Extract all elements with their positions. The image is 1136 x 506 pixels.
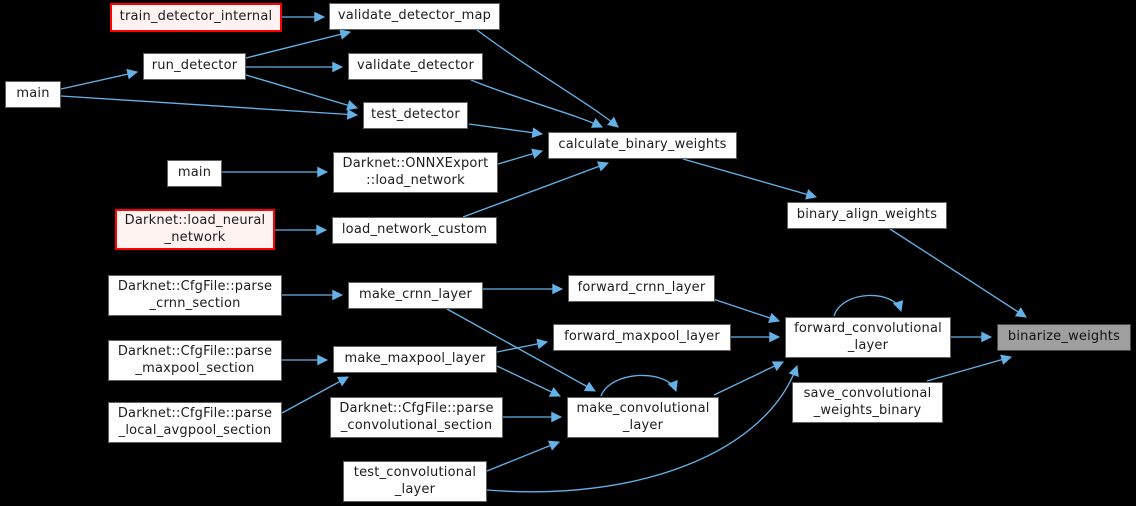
edge-test_convolutional_layer-to-forward_convolutional_layer bbox=[486, 364, 799, 493]
node-label: load_network_custom bbox=[341, 222, 488, 238]
node-label: Darknet::CfgFile::parse _maxpool_section bbox=[117, 343, 273, 376]
node-calculate_binary_weights[interactable]: calculate_binary_weights bbox=[548, 132, 737, 159]
node-label: Darknet::ONNXExport ::load_network bbox=[342, 155, 489, 188]
node-binary_align_weights[interactable]: binary_align_weights bbox=[787, 202, 947, 229]
node-label: validate_detector_map bbox=[337, 8, 492, 24]
node-onnx_load_network[interactable]: Darknet::ONNXExport ::load_network bbox=[333, 152, 498, 193]
node-make_maxpool_layer[interactable]: make_maxpool_layer bbox=[333, 346, 497, 373]
node-parse_crnn_section[interactable]: Darknet::CfgFile::parse _crnn_section bbox=[108, 275, 282, 316]
edge-onnx_load_network-to-calculate_binary_weights bbox=[497, 148, 544, 165]
node-label: calculate_binary_weights bbox=[558, 137, 727, 153]
node-label: main bbox=[177, 165, 212, 181]
node-label: run_detector bbox=[151, 58, 238, 74]
edge-validate_detector_map-to-calculate_binary_weights bbox=[476, 29, 619, 128]
edge-forward_crnn_layer-to-forward_convolutional_layer bbox=[712, 298, 781, 324]
edge-make_crnn_layer-to-make_convolutional_layer bbox=[446, 308, 596, 392]
node-train_detector_internal[interactable]: train_detector_internal bbox=[110, 3, 282, 32]
node-test_detector[interactable]: test_detector bbox=[363, 102, 468, 129]
node-parse_local_avgpool_section[interactable]: Darknet::CfgFile::parse _local_avgpool_s… bbox=[108, 402, 282, 443]
node-label: test_convolutional _layer bbox=[353, 464, 477, 497]
node-label: Darknet::CfgFile::parse _convolutional_s… bbox=[339, 400, 494, 433]
edge-forward_convolutional_layer-to-forward_convolutional_layer bbox=[833, 294, 904, 317]
node-label: binary_align_weights bbox=[796, 207, 938, 223]
node-validate_detector_map[interactable]: validate_detector_map bbox=[329, 3, 500, 30]
node-label: Darknet::load_neural _network bbox=[124, 212, 266, 245]
node-test_convolutional_layer[interactable]: test_convolutional _layer bbox=[343, 461, 487, 502]
node-forward_convolutional_layer[interactable]: forward_convolutional _layer bbox=[785, 317, 951, 358]
edge-make_maxpool_layer-to-forward_maxpool_layer bbox=[496, 338, 549, 353]
node-label: forward_crnn_layer bbox=[577, 280, 706, 296]
edge-make_convolutional_layer-to-forward_convolutional_layer bbox=[713, 361, 784, 396]
node-label: make_maxpool_layer bbox=[344, 351, 486, 367]
node-binarize_weights[interactable]: binarize_weights bbox=[997, 324, 1131, 351]
edge-validate_detector-to-calculate_binary_weights bbox=[470, 79, 603, 128]
node-label: test_detector bbox=[371, 107, 460, 123]
edge-test_detector-to-calculate_binary_weights bbox=[468, 123, 544, 139]
node-label: make_crnn_layer bbox=[358, 287, 473, 303]
node-label: forward_maxpool_layer bbox=[564, 329, 720, 345]
node-load_neural_network[interactable]: Darknet::load_neural _network bbox=[115, 209, 275, 250]
edge-calculate_binary_weights-to-binary_align_weights bbox=[682, 158, 818, 200]
node-run_detector[interactable]: run_detector bbox=[143, 53, 246, 80]
node-save_convolutional_weights_binary[interactable]: save_convolutional _weights_binary bbox=[792, 382, 943, 423]
edge-main1-to-run_detector bbox=[60, 68, 139, 90]
edge-make_maxpool_layer-to-make_convolutional_layer bbox=[496, 365, 561, 397]
node-label: save_convolutional _weights_binary bbox=[803, 385, 932, 418]
node-forward_maxpool_layer[interactable]: forward_maxpool_layer bbox=[553, 324, 731, 351]
node-parse_convolutional_section[interactable]: Darknet::CfgFile::parse _convolutional_s… bbox=[330, 397, 503, 438]
node-main2[interactable]: main bbox=[167, 160, 222, 187]
edge-binary_align_weights-to-binarize_weights bbox=[889, 228, 1027, 318]
node-label: Darknet::CfgFile::parse _crnn_section bbox=[117, 278, 273, 311]
node-validate_detector[interactable]: validate_detector bbox=[348, 53, 483, 80]
node-forward_crnn_layer[interactable]: forward_crnn_layer bbox=[568, 275, 715, 302]
edge-run_detector-to-validate_detector_map bbox=[245, 29, 352, 59]
node-label: binarize_weights bbox=[1007, 329, 1121, 345]
edge-main1-to-test_detector bbox=[60, 95, 359, 120]
node-label: main bbox=[16, 86, 50, 102]
node-main1[interactable]: main bbox=[5, 81, 61, 108]
node-label: train_detector_internal bbox=[119, 9, 273, 25]
edge-save_convolutional_weights_binary-to-binarize_weights bbox=[926, 354, 1013, 382]
edge-test_convolutional_layer-to-make_convolutional_layer bbox=[486, 440, 561, 472]
node-make_convolutional_layer[interactable]: make_convolutional _layer bbox=[567, 397, 719, 438]
node-label: forward_convolutional _layer bbox=[794, 320, 942, 353]
node-label: validate_detector bbox=[357, 58, 474, 74]
edge-run_detector-to-test_detector bbox=[245, 74, 359, 111]
node-label: make_convolutional _layer bbox=[576, 400, 710, 433]
edge-parse_local_avgpool_section-to-make_maxpool_layer bbox=[281, 376, 349, 414]
node-label: Darknet::CfgFile::parse _local_avgpool_s… bbox=[117, 405, 273, 438]
node-parse_maxpool_section[interactable]: Darknet::CfgFile::parse _maxpool_section bbox=[108, 340, 282, 381]
node-load_network_custom[interactable]: load_network_custom bbox=[332, 217, 497, 244]
node-make_crnn_layer[interactable]: make_crnn_layer bbox=[348, 282, 483, 309]
edge-load_network_custom-to-calculate_binary_weights bbox=[462, 161, 610, 218]
edge-make_convolutional_layer-to-make_convolutional_layer bbox=[600, 374, 678, 397]
